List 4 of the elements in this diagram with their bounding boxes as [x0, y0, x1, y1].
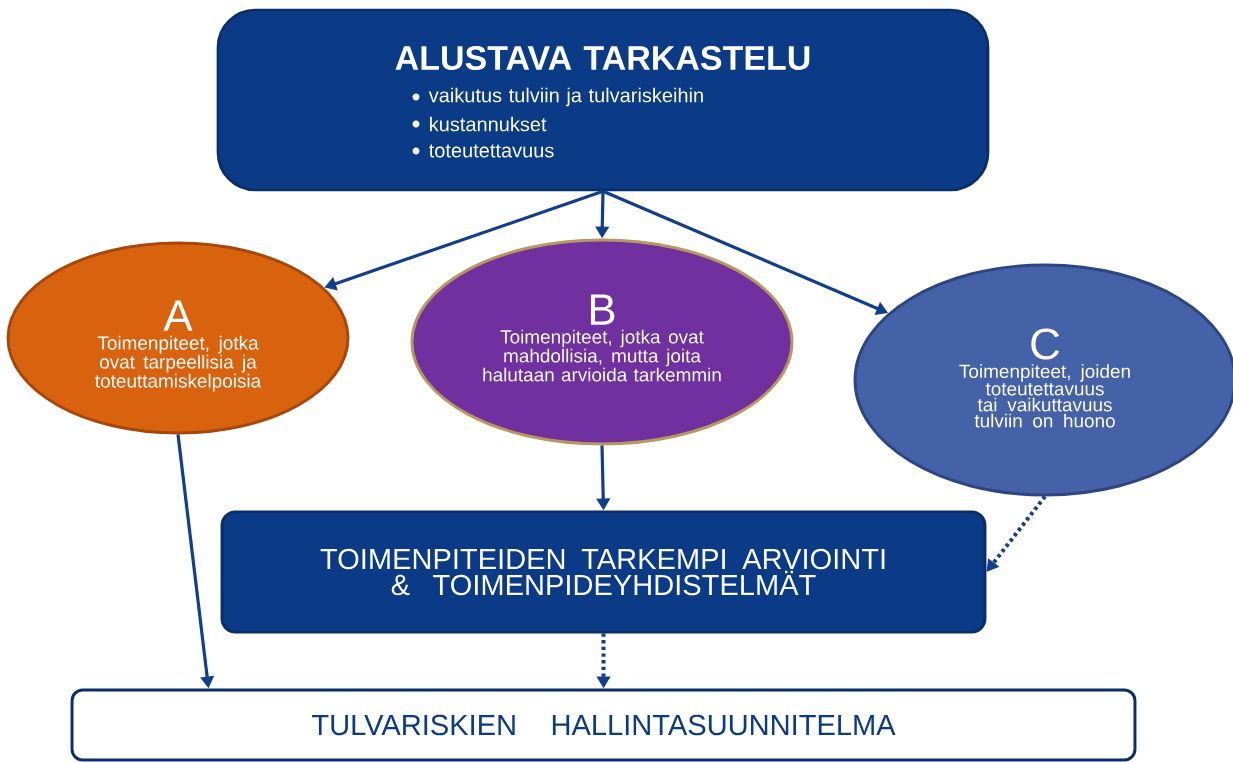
arrow: [986, 495, 1047, 572]
process-box: TOIMENPITEIDEN TARKEMPI ARVIOINTI & TOIMENPIDEYHDISTELMÄT: [220, 510, 987, 634]
process-box: ALUSTAVA TARKASTELU vaikutus tulviin ja tulvariskeihin kustannukset toteutettavuus: [216, 8, 990, 192]
process-box: TULVARISKIEN HALLINTASUUNNITELMA: [70, 688, 1137, 762]
